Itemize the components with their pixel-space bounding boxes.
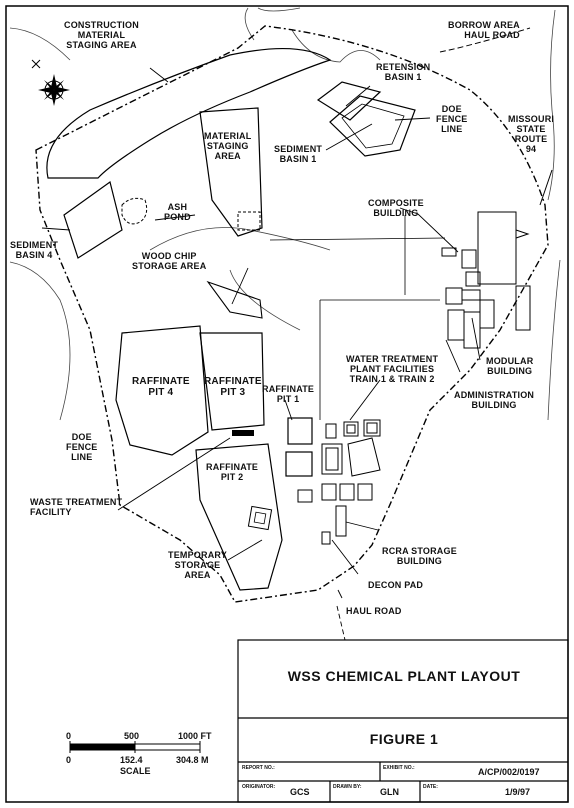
sediment-basin-4 — [63, 180, 123, 259]
scale-ft-0: 0 — [66, 731, 72, 741]
construction-staging-area — [46, 47, 332, 179]
compass-rose-icon — [31, 59, 70, 106]
label-haul-road: HAUL ROAD — [346, 606, 402, 616]
label-raffinate-pit-4: RAFFINATE PIT 4 — [132, 376, 190, 398]
date-label: DATE: — [423, 784, 438, 790]
label-doe-fence-left: DOE FENCE LINE — [66, 432, 98, 462]
scale-bar — [69, 741, 201, 753]
raffinate-pit-4 — [115, 325, 209, 456]
waste-treatment-facility — [232, 430, 254, 436]
label-material-staging: MATERIAL STAGING AREA — [204, 131, 252, 161]
raffinate-pit-3 — [199, 332, 265, 431]
label-water-treatment: WATER TREATMENT PLANT FACILITIES TRAIN 1… — [346, 354, 439, 384]
label-administration-building: ADMINISTRATION BUILDING — [454, 390, 535, 410]
figure-title: WSS CHEMICAL PLANT LAYOUT — [287, 668, 521, 684]
sediment-basin-1 — [329, 95, 416, 157]
retension-basin-1 — [316, 81, 382, 121]
label-raffinate-pit-2: RAFFINATE PIT 2 — [206, 462, 259, 482]
label-missouri-route: MISSOURI STATE ROUTE 94 — [508, 114, 555, 154]
raffinate-pit-1 — [287, 417, 313, 445]
figure-number: FIGURE 1 — [369, 731, 439, 747]
drawn-by-value: GLN — [380, 787, 399, 797]
scale-label: SCALE — [120, 766, 151, 776]
label-borrow-area: BORROW AREA HAUL ROAD — [448, 20, 520, 40]
label-waste-treatment: WASTE TREATMENT FACILITY — [30, 497, 123, 517]
label-wood-chip: WOOD CHIP STORAGE AREA — [132, 251, 207, 271]
label-ash-pond: ASH POND — [164, 202, 191, 222]
date-value: 1/9/97 — [505, 787, 531, 797]
scale-ft-1000: 1000 FT — [178, 731, 212, 741]
label-decon-pad: DECON PAD — [368, 580, 424, 590]
label-doe-fence-top: DOE FENCE LINE — [436, 104, 468, 134]
title-block — [237, 639, 569, 803]
label-rcra-storage: RCRA STORAGE BUILDING — [382, 546, 457, 566]
label-retension-basin: RETENSION BASIN 1 — [376, 62, 431, 82]
label-sediment-basin-1: SEDIMENT BASIN 1 — [274, 144, 323, 164]
material-staging-area — [199, 107, 263, 237]
route-94 — [539, 169, 553, 206]
scale-m-0: 0 — [66, 755, 72, 765]
leader-lines — [41, 67, 481, 641]
ash-pond — [121, 197, 148, 225]
originator-value: GCS — [290, 787, 310, 797]
water-treatment-plant — [321, 419, 381, 545]
building-complex — [441, 211, 531, 349]
scale-m-304: 304.8 M — [176, 755, 209, 765]
report-no-label: REPORT NO.: — [242, 765, 275, 771]
wood-chip-storage — [206, 280, 263, 319]
label-temporary-storage: TEMPORARY STORAGE AREA — [168, 550, 227, 580]
doe-fence-line — [35, 25, 549, 603]
label-construction-staging: CONSTRUCTION MATERIAL STAGING AREA — [64, 20, 139, 50]
drawn-by-label: DRAWN BY: — [333, 784, 362, 790]
exhibit-no-label: EXHIBIT NO.: — [383, 765, 415, 771]
borrow-haul-road — [439, 27, 531, 53]
exhibit-no-value: A/CP/002/0197 — [478, 767, 540, 777]
scale-m-152: 152.4 — [120, 755, 143, 765]
scale-ft-500: 500 — [124, 731, 140, 741]
raffinate-pit-2 — [195, 443, 283, 591]
label-sediment-basin-4: SEDIMENT BASIN 4 — [10, 240, 59, 260]
label-composite-building: COMPOSITE BUILDING — [368, 198, 424, 218]
originator-label: ORIGINATOR: — [242, 784, 276, 790]
label-raffinate-pit-1: RAFFINATE PIT 1 — [262, 384, 315, 404]
label-raffinate-pit-3: RAFFINATE PIT 3 — [204, 376, 262, 398]
label-modular-building: MODULAR BUILDING — [486, 356, 534, 376]
